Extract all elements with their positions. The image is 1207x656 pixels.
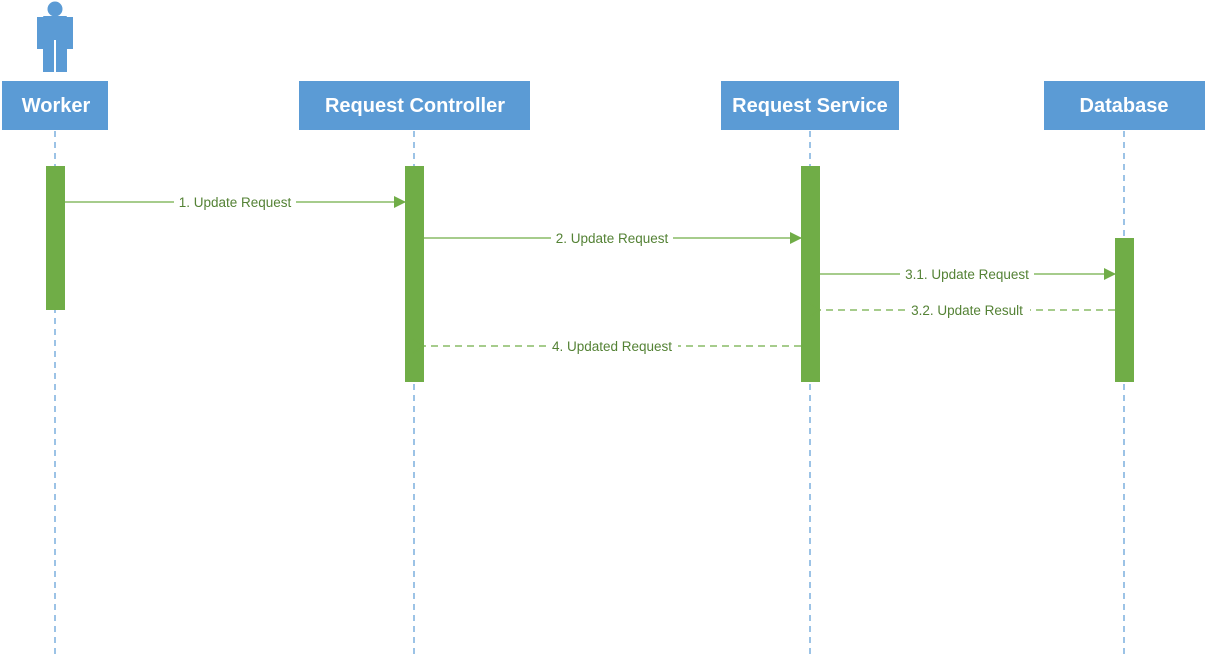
participant-box xyxy=(299,81,530,130)
message-label: 2. Update Request xyxy=(556,231,669,246)
activation-bar-request-controller xyxy=(405,166,424,382)
activation-bar-worker xyxy=(46,166,65,310)
participant-label: Request Controller xyxy=(325,95,505,117)
participant-box xyxy=(2,81,108,130)
participant-worker[interactable]: Worker xyxy=(2,81,108,130)
participant-request-service[interactable]: Request Service xyxy=(721,81,899,130)
message-2[interactable]: 2. Update Request xyxy=(424,231,802,246)
activation-bar-database xyxy=(1115,238,1134,382)
message-1[interactable]: 1. Update Request xyxy=(65,195,406,210)
message-label: 3.2. Update Result xyxy=(911,303,1023,318)
person-icon xyxy=(37,1,73,72)
message-3-1[interactable]: 3.1. Update Request xyxy=(820,267,1116,282)
message-label: 4. Updated Request xyxy=(552,339,672,354)
activation-bar-request-service xyxy=(801,166,820,382)
participant-label: Worker xyxy=(22,95,91,117)
participant-box xyxy=(1044,81,1205,130)
message-3-2[interactable]: 3.2. Update Result xyxy=(820,303,1115,318)
participant-request-controller[interactable]: Request Controller xyxy=(299,81,530,130)
message-label: 3.1. Update Request xyxy=(905,267,1029,282)
participant-box xyxy=(721,81,899,130)
participant-database[interactable]: Database xyxy=(1044,81,1205,130)
activation-bars xyxy=(46,166,1134,382)
participant-label: Database xyxy=(1080,95,1169,117)
message-label: 1. Update Request xyxy=(179,195,292,210)
participant-label: Request Service xyxy=(732,95,888,117)
message-4[interactable]: 4. Updated Request xyxy=(424,339,801,354)
